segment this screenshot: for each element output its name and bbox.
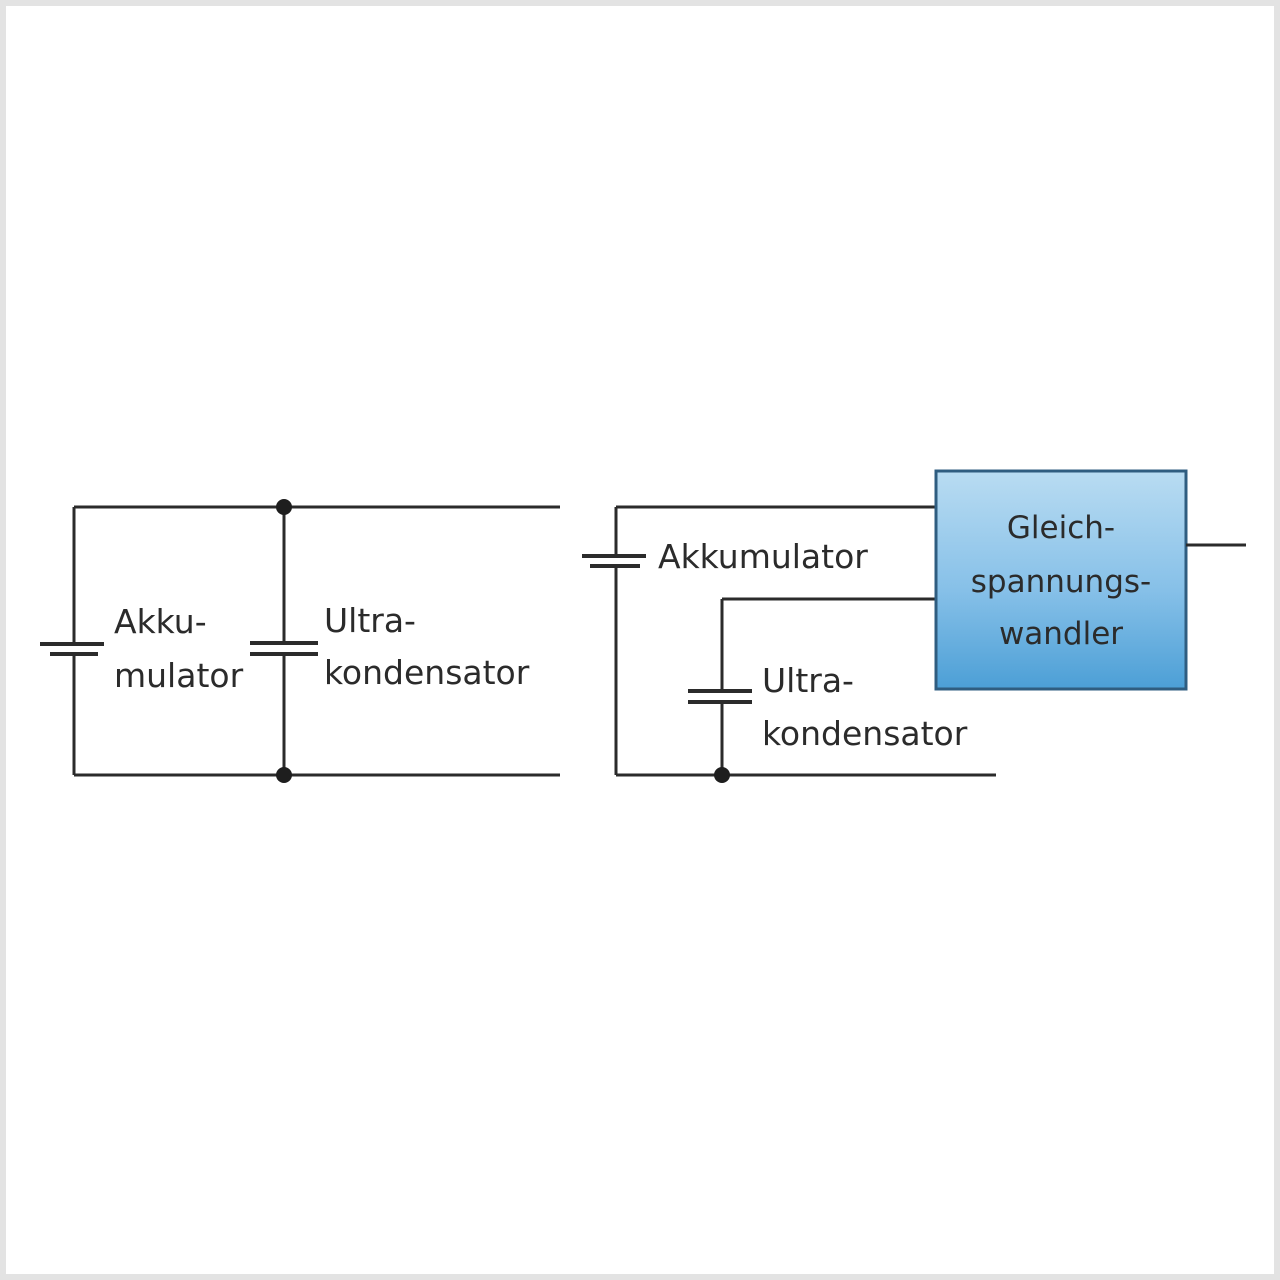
left-capacitor-symbol xyxy=(250,641,318,656)
left-top-junction xyxy=(276,499,292,515)
right-capacitor-label-1: Ultra- xyxy=(762,661,854,700)
left-capacitor-label-2: kondensator xyxy=(324,653,530,692)
right-capacitor-symbol xyxy=(688,689,752,704)
right-bottom-junction xyxy=(714,767,730,783)
left-battery-label-1: Akku- xyxy=(114,602,207,641)
right-capacitor-label-2: kondensator xyxy=(762,714,968,753)
right-battery-symbol xyxy=(582,554,646,568)
left-battery-symbol xyxy=(40,642,104,656)
right-battery-label: Akkumulator xyxy=(658,537,868,576)
converter-circuit: Gleich- spannungs- wandler Akkumulator U… xyxy=(582,469,1246,783)
converter-label-2: spannungs- xyxy=(971,564,1151,600)
parallel-circuit: Akku- mulator Ultra- kondensator xyxy=(40,499,560,783)
converter-label-3: wandler xyxy=(999,616,1123,652)
dc-dc-converter-box xyxy=(934,469,1188,691)
left-battery-label-2: mulator xyxy=(114,656,244,695)
left-bottom-junction xyxy=(276,767,292,783)
left-capacitor-label-1: Ultra- xyxy=(324,601,416,640)
converter-label-1: Gleich- xyxy=(1007,510,1115,546)
